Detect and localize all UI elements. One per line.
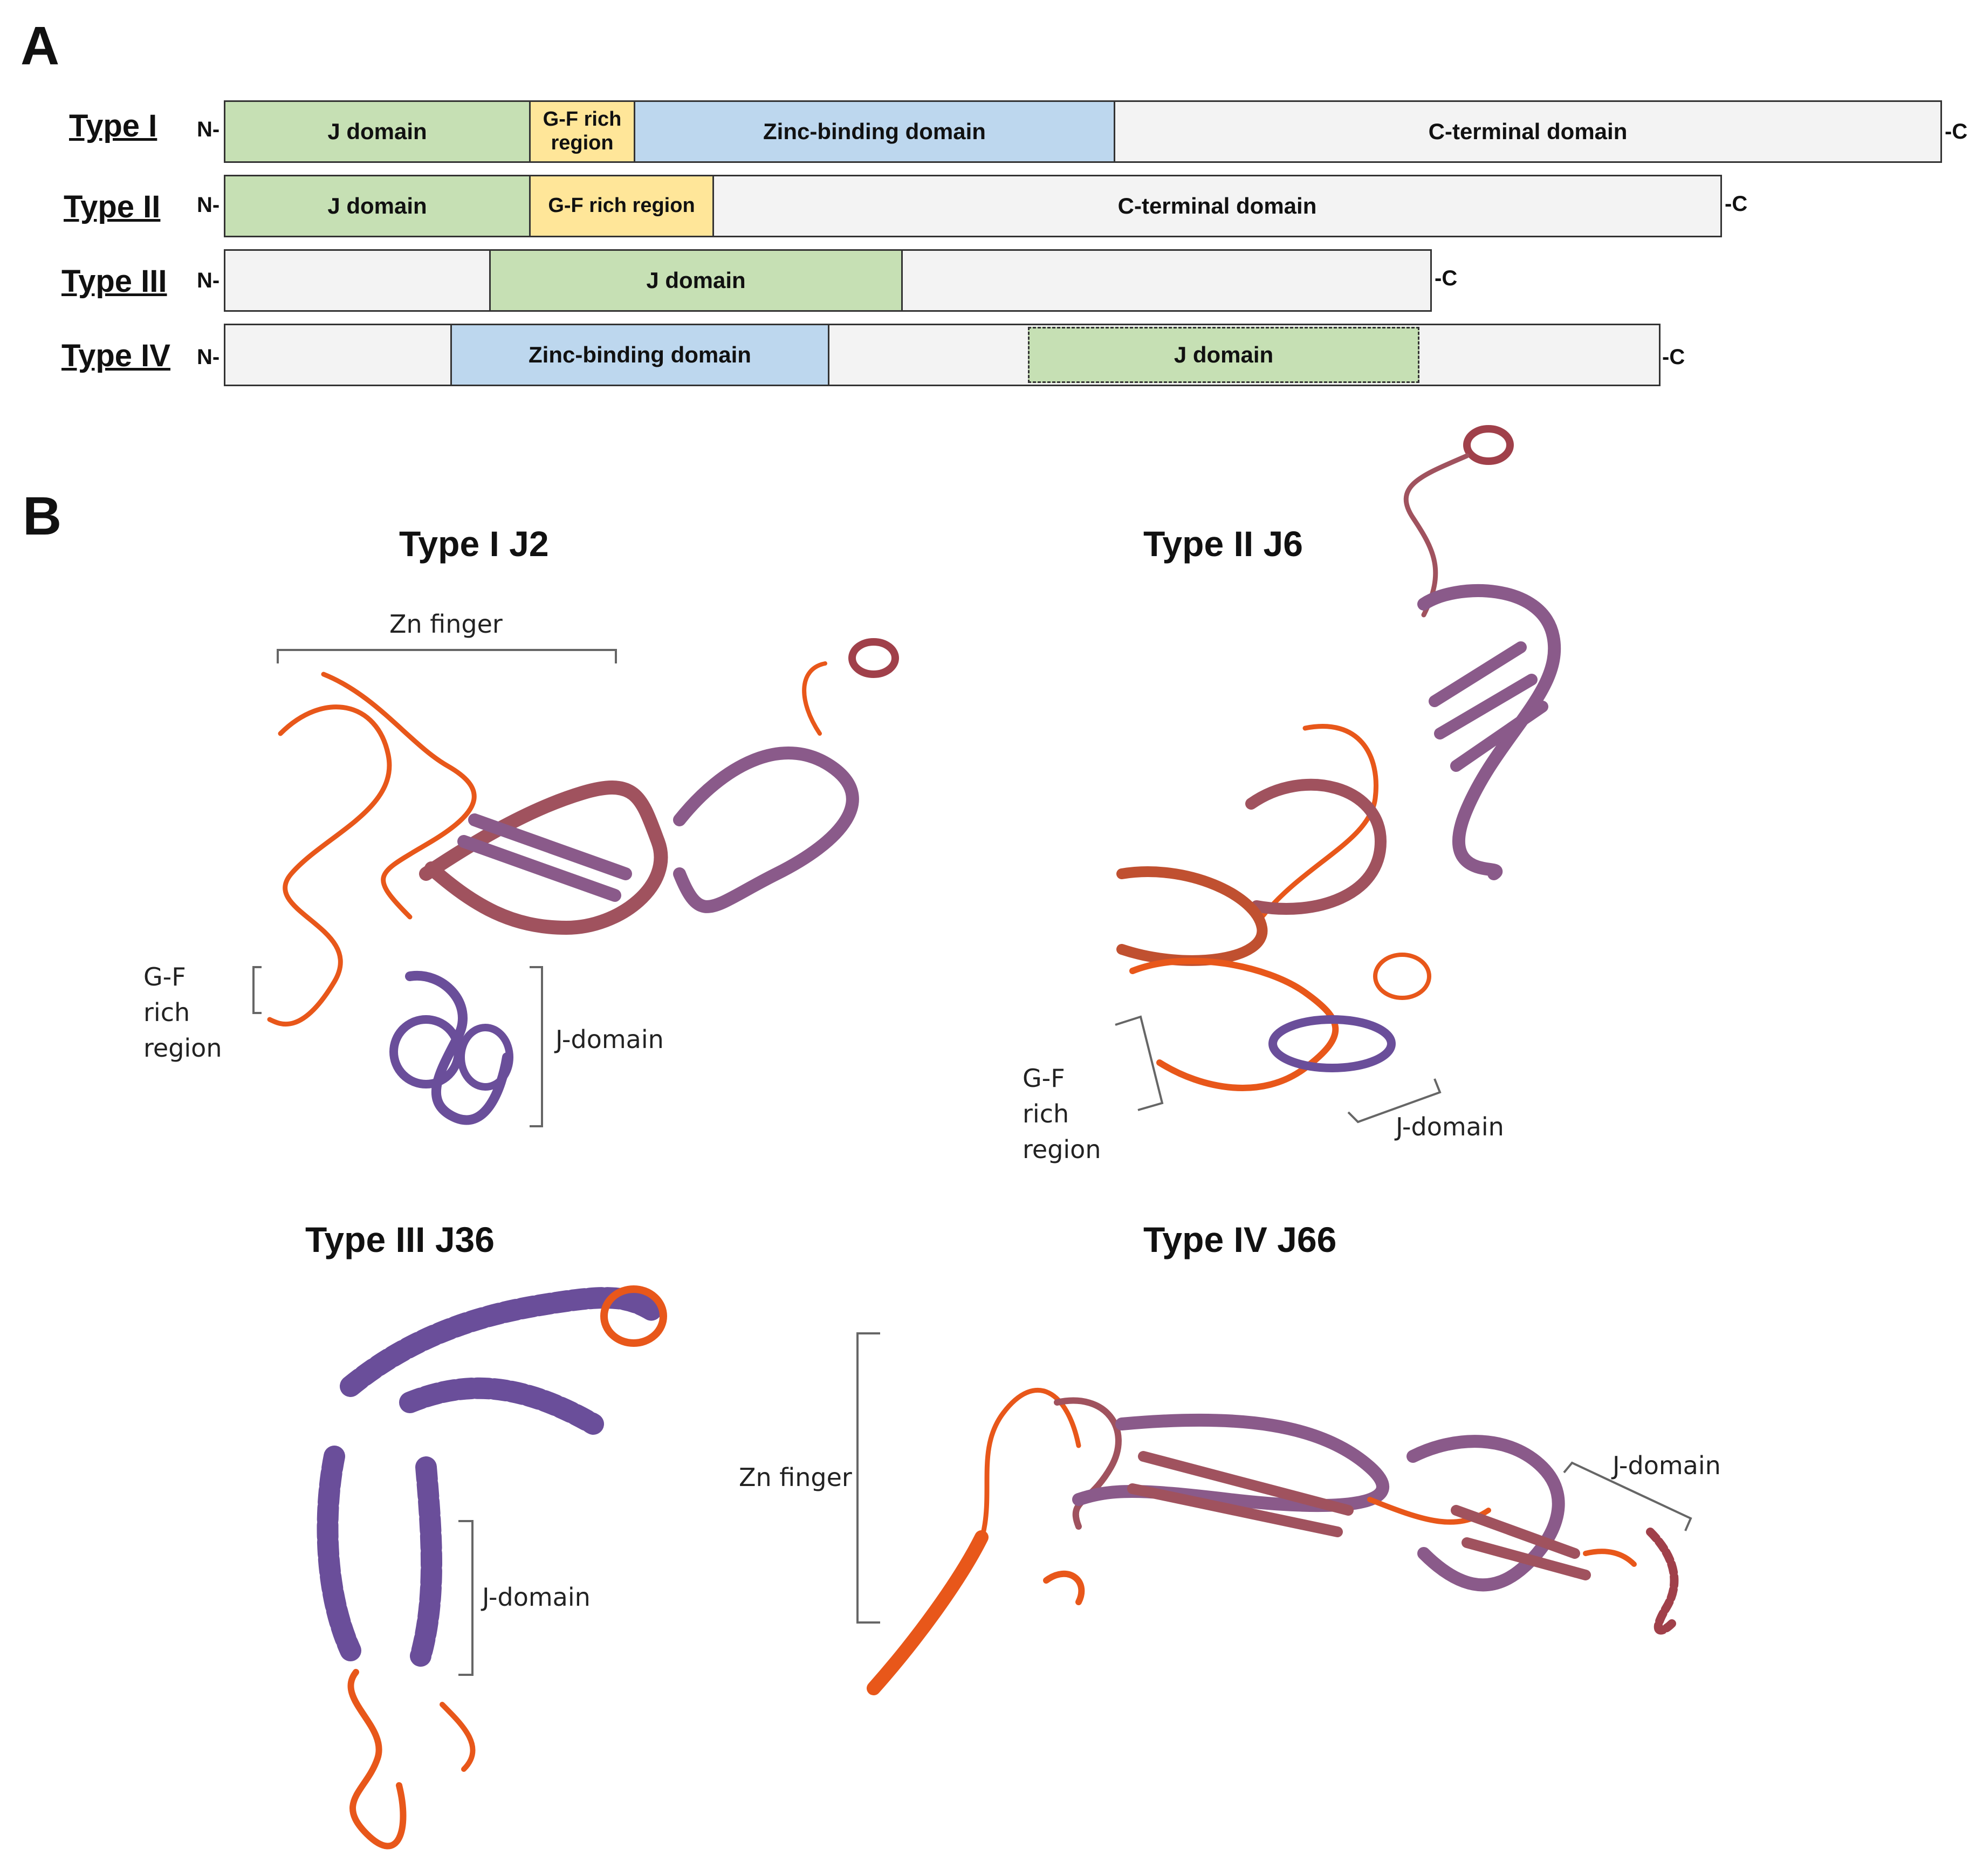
structure-title-type-iii-j36: Type III J36 bbox=[305, 1220, 495, 1259]
c-terminal-segment: C-terminal domain bbox=[714, 176, 1720, 236]
panel-b-letter: B bbox=[23, 486, 62, 546]
type-ii-domain-bar: J domain G-F rich region C-terminal doma… bbox=[224, 175, 1722, 237]
j-domain-annotation: J-domain bbox=[1613, 1451, 1721, 1480]
zn-finger-annotation: Zn finger bbox=[739, 1463, 852, 1492]
n-terminus-label: N- bbox=[197, 269, 220, 292]
structure-title-type-i-j2: Type I J2 bbox=[399, 524, 549, 564]
n-terminus-label: N- bbox=[197, 118, 220, 141]
type-iii-j36-ribbon bbox=[317, 1285, 667, 1850]
c-terminus-label: -C bbox=[1945, 120, 1968, 143]
gf-rich-segment: G-F rich region bbox=[531, 176, 714, 236]
structure-title-type-ii-j6: Type II J6 bbox=[1143, 524, 1303, 564]
n-terminus-label: N- bbox=[197, 345, 220, 369]
j-domain-segment: J domain bbox=[1028, 327, 1419, 383]
type-iv-domain-bar: Zinc-binding domain J domain bbox=[224, 324, 1661, 386]
gf-rich-segment: G-F rich region bbox=[531, 102, 635, 161]
type-i-j2-ribbon bbox=[267, 638, 899, 1125]
n-terminus-label: N- bbox=[197, 193, 220, 217]
zinc-binding-segment: Zinc-binding domain bbox=[452, 325, 829, 385]
c-terminus-label: -C bbox=[1662, 345, 1685, 369]
structure-title-type-iv-j66: Type IV J66 bbox=[1143, 1220, 1337, 1259]
j-domain-segment: J domain bbox=[225, 102, 531, 161]
c-terminus-label: -C bbox=[1435, 266, 1458, 290]
c-terminus-label: -C bbox=[1725, 192, 1748, 216]
unstructured-segment bbox=[829, 325, 1028, 385]
type-i-domain-bar: J domain G-F rich region Zinc-binding do… bbox=[224, 100, 1942, 163]
type-i-label: Type I bbox=[69, 108, 157, 143]
type-ii-j6-ribbon bbox=[1116, 425, 1561, 1091]
j-domain-annotation: J-domain bbox=[1396, 1112, 1504, 1141]
annotation-brackets bbox=[252, 649, 1692, 1676]
unstructured-segment bbox=[225, 325, 452, 385]
type-ii-label: Type II bbox=[64, 189, 161, 224]
c-terminal-segment: C-terminal domain bbox=[1115, 102, 1940, 161]
c-terminal-segment bbox=[903, 251, 1430, 310]
j-domain-annotation: J-domain bbox=[482, 1583, 591, 1612]
j-domain-segment: J domain bbox=[491, 251, 903, 310]
zn-finger-annotation: Zn finger bbox=[389, 610, 503, 639]
gf-rich-annotation: G-F rich region bbox=[1023, 1064, 1101, 1164]
type-iii-domain-bar: J domain bbox=[224, 249, 1432, 312]
c-terminal-segment bbox=[1419, 325, 1659, 385]
j-domain-annotation: J-domain bbox=[555, 1025, 664, 1054]
type-iv-j66-ribbon bbox=[867, 1388, 1679, 1695]
gf-rich-annotation: G-F rich region bbox=[143, 962, 222, 1063]
type-iv-label: Type IV bbox=[61, 338, 170, 373]
type-iii-label: Type III bbox=[61, 264, 167, 299]
j-domain-segment: J domain bbox=[225, 176, 531, 236]
unstructured-segment bbox=[225, 251, 491, 310]
panel-a-letter: A bbox=[20, 16, 60, 76]
zinc-binding-segment: Zinc-binding domain bbox=[635, 102, 1115, 161]
